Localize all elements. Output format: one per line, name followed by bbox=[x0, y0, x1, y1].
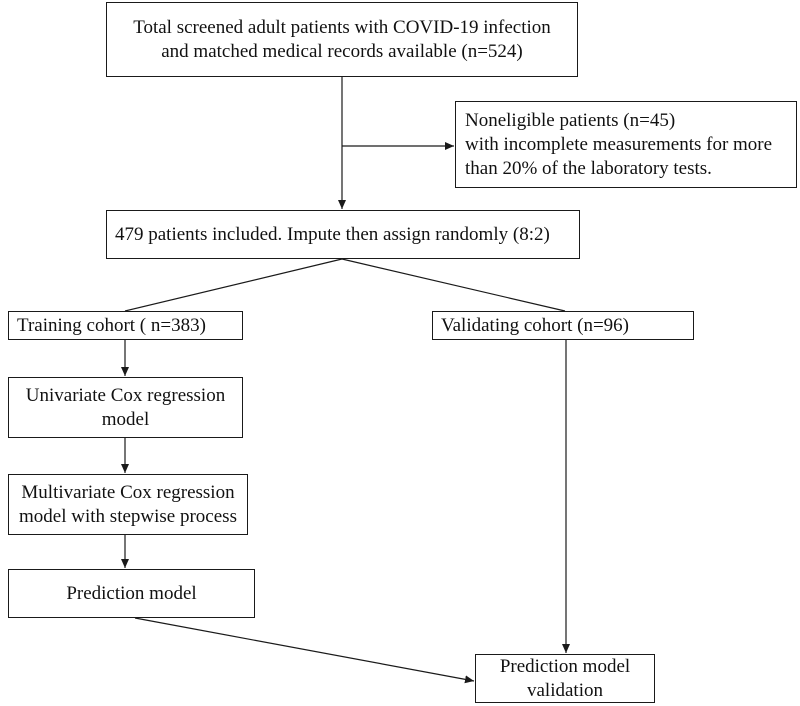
node-multivariate: Multivariate Cox regression model with s… bbox=[8, 474, 248, 535]
node-noneligible-line-1: Noneligible patients (n=45) bbox=[465, 109, 676, 131]
split-line-validating bbox=[341, 258, 566, 312]
node-training: Training cohort ( n=383) bbox=[8, 311, 243, 340]
node-prediction: Prediction model bbox=[8, 569, 255, 618]
node-prediction-line-1: Prediction model bbox=[66, 582, 197, 604]
node-screened-line-1: Total screened adult patients with COVID… bbox=[133, 16, 551, 38]
node-validating-line-1: Validating cohort (n=96) bbox=[441, 314, 630, 336]
node-validating: Validating cohort (n=96) bbox=[432, 311, 694, 340]
node-validation-line-1: Prediction model bbox=[499, 655, 631, 677]
node-multivariate-line-1: Multivariate Cox regression bbox=[21, 481, 235, 503]
node-univariate: Univariate Cox regression model bbox=[8, 377, 243, 438]
node-noneligible-line-3: than 20% of the laboratory tests. bbox=[465, 157, 712, 179]
node-univariate-line-1: Univariate Cox regression bbox=[25, 384, 226, 406]
node-validation: Prediction model validation bbox=[475, 654, 655, 703]
node-multivariate-line-2: model with stepwise process bbox=[19, 505, 237, 527]
node-noneligible: Noneligible patients (n=45) with incompl… bbox=[455, 101, 797, 188]
arrow-prediction-to-validation bbox=[134, 617, 475, 684]
split-line-training bbox=[124, 258, 343, 312]
node-validation-line-2: validation bbox=[527, 679, 603, 701]
node-included: 479 patients included. Impute then assig… bbox=[106, 210, 580, 259]
node-screened: Total screened adult patients with COVID… bbox=[106, 2, 578, 77]
node-training-line-1: Training cohort ( n=383) bbox=[17, 314, 206, 336]
node-included-line-1: 479 patients included. Impute then assig… bbox=[115, 223, 550, 245]
node-screened-line-2: and matched medical records available (n… bbox=[161, 40, 523, 62]
node-noneligible-line-2: with incomplete measurements for more bbox=[465, 133, 773, 155]
node-univariate-line-2: model bbox=[101, 408, 150, 430]
